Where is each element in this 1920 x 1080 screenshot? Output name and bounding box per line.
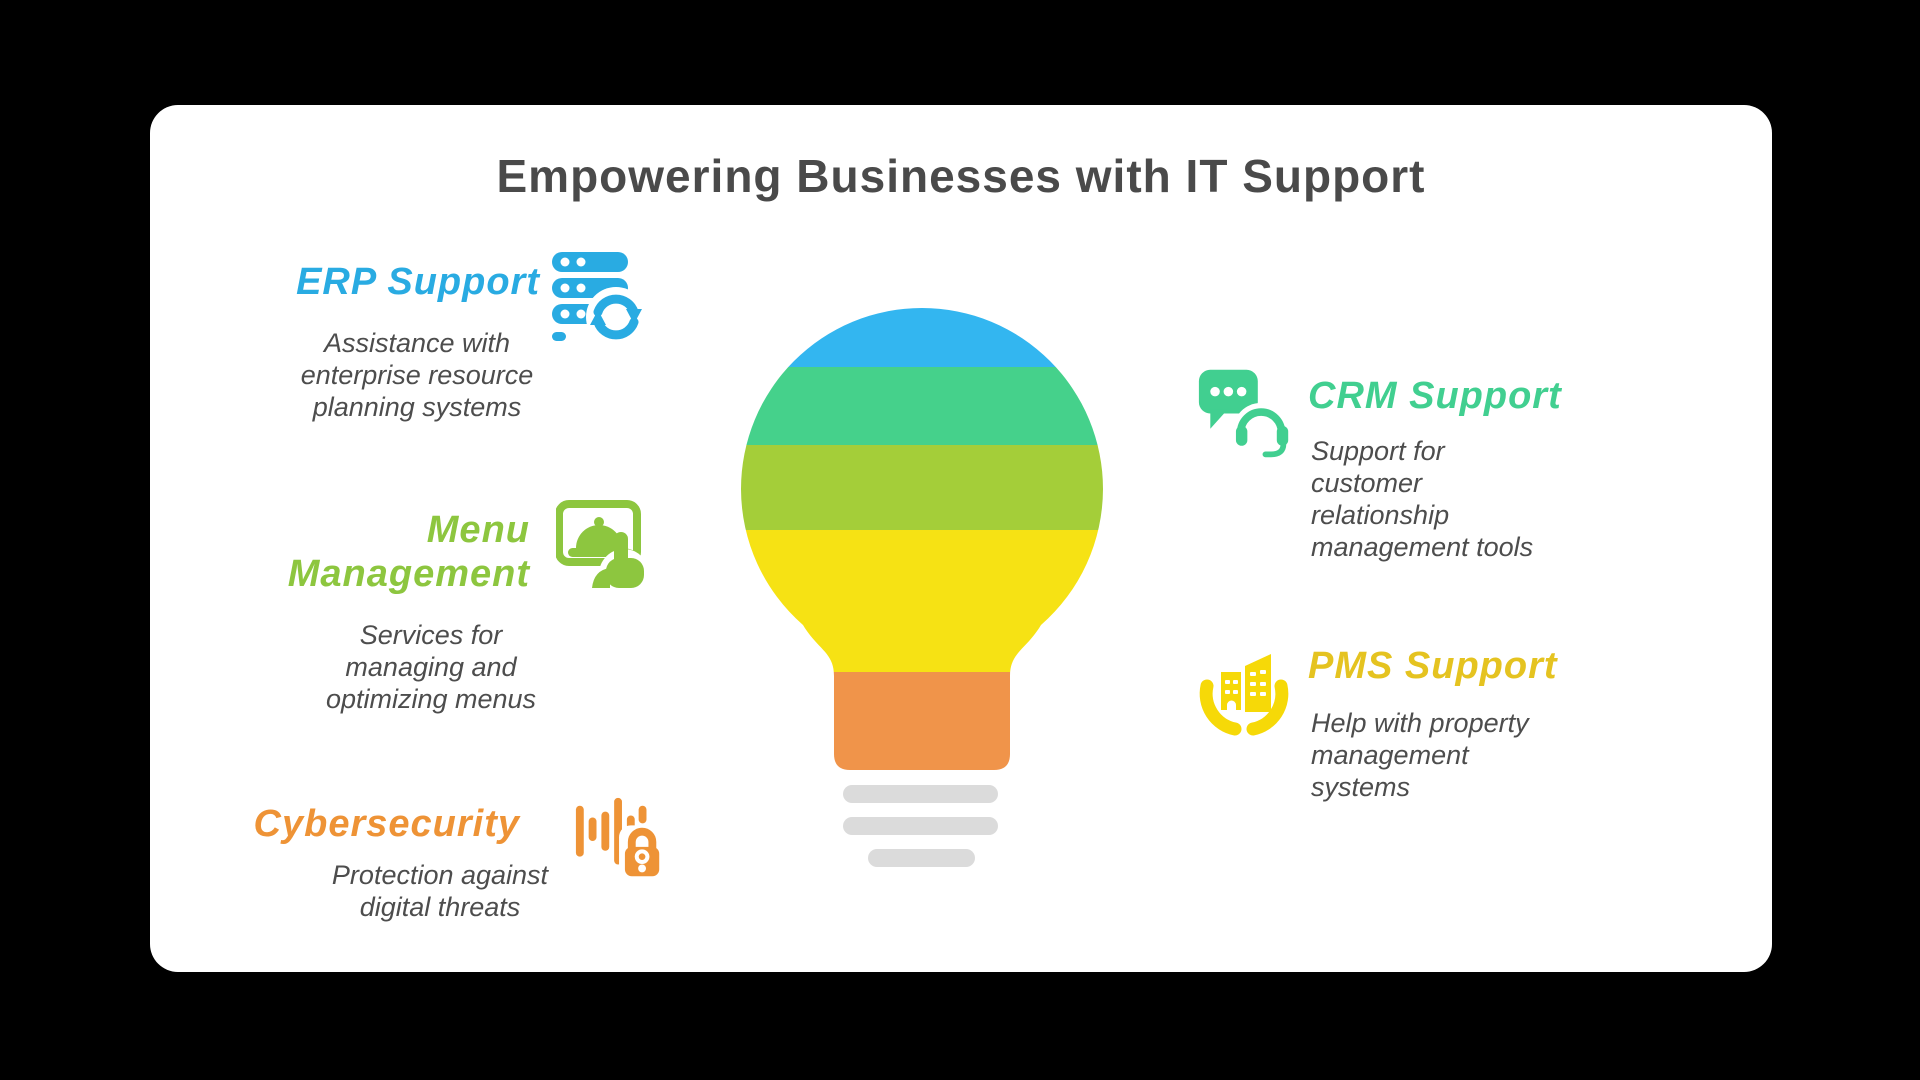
menu-management-description: Services for managing and optimizing men…	[325, 620, 537, 714]
hands-buildings-icon	[1199, 654, 1289, 736]
menu-management-heading: Menu Management	[287, 509, 530, 596]
bulb-stripe-lime	[741, 445, 1103, 530]
lightbulb-illustration	[741, 308, 1103, 867]
bulb-stripe-yellow	[741, 530, 1103, 672]
soundwave-lock-icon	[575, 797, 669, 879]
page-title: Empowering Businesses with IT Support	[496, 149, 1426, 202]
bulb-stripe-mint	[741, 367, 1103, 445]
crm-support-description: Support for customer relationship manage…	[1311, 436, 1534, 562]
bulb-stripe-orange	[741, 672, 1103, 770]
thread-bar	[843, 817, 998, 835]
cloche-tablet-hand-icon	[556, 500, 649, 596]
thread-bar	[843, 785, 998, 803]
chat-headset-icon	[1198, 369, 1289, 459]
bulb-screw-threads	[843, 785, 998, 867]
bulb-stripes	[741, 308, 1103, 770]
pms-support-heading: PMS Support	[1308, 645, 1558, 687]
pms-support-description: Help with property management systems	[1311, 708, 1529, 802]
crm-support-heading: CRM Support	[1308, 375, 1562, 417]
erp-support-heading: ERP Support	[296, 261, 540, 303]
thread-bar	[868, 849, 975, 867]
cybersecurity-description: Protection against digital threats	[331, 860, 549, 922]
erp-support-description: Assistance with enterprise resource plan…	[300, 328, 534, 422]
bulb-stripe-blue	[741, 308, 1103, 367]
server-sync-icon	[552, 252, 646, 346]
cybersecurity-heading: Cybersecurity	[253, 803, 520, 845]
